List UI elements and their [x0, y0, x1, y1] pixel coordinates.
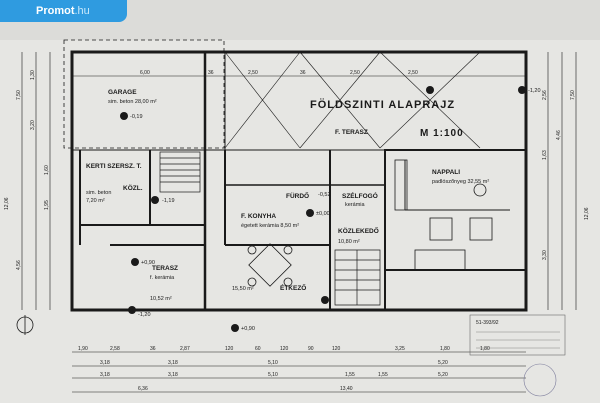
dim-top-6: 2,50 [408, 70, 418, 76]
stairs [159, 151, 381, 306]
dim-right-4: 3,30 [542, 250, 548, 260]
room-garden-storage: KERTI SZERSZ. T. [86, 163, 142, 170]
dim-bottom-b3: 5,10 [268, 360, 278, 366]
level-markers [120, 86, 526, 332]
dim-bottom-a5: 120 [225, 346, 234, 352]
room-dining-detail: 15,50 m² [232, 286, 254, 292]
dim-bottom-total-2: 13,40 [340, 386, 353, 392]
room-kitchen: F. KONYHA [241, 213, 276, 220]
room-terrace-floor: f. kerámia [150, 275, 175, 281]
dim-bottom-c5: 1,55 [378, 372, 388, 378]
dim-right-3: 1,63 [542, 150, 548, 160]
dim-bottom-c1: 3,18 [100, 372, 110, 378]
dim-bottom-c3: 5,10 [268, 372, 278, 378]
dim-bottom-a8: 90 [308, 346, 314, 352]
stamp-code: 51-393/92 [476, 320, 499, 326]
room-garage: GARAGE [108, 89, 137, 96]
dim-bottom-a11: 1,80 [440, 346, 450, 352]
dim-left-7: 12,06 [4, 197, 10, 210]
room-garage-detail: sim. beton 28,00 m² [108, 99, 157, 105]
room-vestibule-detail: kerámia [345, 202, 366, 208]
level-south: +0,90 [241, 326, 255, 332]
watermark-brand: Promot [36, 5, 75, 17]
level-garage: -0,19 [130, 114, 143, 120]
dim-bottom-a4: 2,87 [180, 346, 190, 352]
dim-top-4: 36 [300, 70, 306, 76]
level-east: -1,20 [528, 88, 541, 94]
room-living-detail: padlószőnyeg 32,55 m² [432, 179, 489, 185]
dim-bottom-c4: 1,55 [345, 372, 355, 378]
dim-top-5: 2,50 [350, 70, 360, 76]
level-entry: -1,19 [162, 198, 175, 204]
dim-right-2: 4,46 [556, 130, 562, 140]
room-vestibule: SZÉLFOGÓ [342, 191, 378, 200]
right-dimension-lines [547, 52, 577, 310]
approval-stamp: 51-393/92 [469, 314, 566, 397]
dim-bottom-a9: 120 [332, 346, 341, 352]
level-terrace: +0,90 [141, 260, 155, 266]
dim-bottom-a7: 120 [280, 346, 289, 352]
dim-top-3: 2,50 [248, 70, 258, 76]
level-wc: -0,52 [318, 192, 331, 198]
dim-bottom-a12: 1,80 [480, 346, 490, 352]
dim-bottom-a3: 36 [150, 346, 156, 352]
dining-table [247, 243, 293, 287]
dim-left-5: 1,95 [44, 200, 50, 210]
dim-bottom-a1: 1,90 [78, 346, 88, 352]
room-terrace-area: 10,52 m² [150, 296, 172, 302]
room-bathroom: FÜRDŐ [286, 191, 309, 200]
dim-bottom-a2: 2,58 [110, 346, 120, 352]
hatched-section [224, 51, 481, 149]
room-living: NAPPALI [432, 169, 460, 176]
north-arrow [16, 315, 34, 335]
plan-title: FÖLDSZINTI ALAPRAJZ [310, 98, 455, 111]
dim-top-1: 6,00 [140, 70, 150, 76]
bottom-dimension-lines [72, 351, 526, 393]
room-hallway: KÖZLEKEDŐ [338, 226, 379, 235]
room-hallway-detail: 10,80 m² [338, 239, 360, 245]
living-room-furniture [394, 159, 493, 271]
dim-bottom-a10: 3,25 [395, 346, 405, 352]
dim-bottom-c2: 3,18 [168, 372, 178, 378]
dim-left-6: 4,56 [16, 260, 22, 270]
dim-bottom-a6: 60 [255, 346, 261, 352]
level-hall: ±0,00 [316, 211, 330, 217]
dim-bottom-b2: 3,18 [168, 360, 178, 366]
dim-left-3: 3,20 [30, 120, 36, 130]
plan-scale: M 1:100 [420, 128, 464, 139]
room-covered-terrace: F. TERASZ [335, 129, 368, 136]
garage-canopy-outline [63, 39, 225, 149]
room-dining: ÉTKEZŐ [280, 283, 306, 292]
dim-right-1: 2,56 [542, 90, 548, 100]
dim-bottom-b1: 3,18 [100, 360, 110, 366]
promot-watermark[interactable]: Promot.hu [0, 0, 127, 22]
room-storage-area: 7,20 m² [86, 198, 105, 204]
watermark-tld: .hu [74, 5, 90, 17]
room-corridor-small: KÖZL. [123, 183, 143, 192]
dim-right-6: 12,06 [584, 207, 590, 220]
dim-left-1: 7,50 [16, 90, 22, 100]
dim-left-4: 1,60 [44, 165, 50, 175]
dim-bottom-b4: 5,20 [438, 360, 448, 366]
dim-right-5: 7,50 [570, 90, 576, 100]
room-storage-floor: sim. beton [86, 190, 111, 196]
level-outside-south: -1,20 [138, 312, 151, 318]
room-kitchen-detail: égetett kerámia 8,50 m² [241, 223, 299, 229]
dim-bottom-total-1: 6,36 [138, 386, 148, 392]
dim-bottom-c6: 5,20 [438, 372, 448, 378]
left-dimension-lines [21, 52, 51, 310]
dim-top-2: 36 [208, 70, 214, 76]
dim-left-2: 1,30 [30, 70, 36, 80]
room-terrace: TERASZ [152, 265, 178, 272]
